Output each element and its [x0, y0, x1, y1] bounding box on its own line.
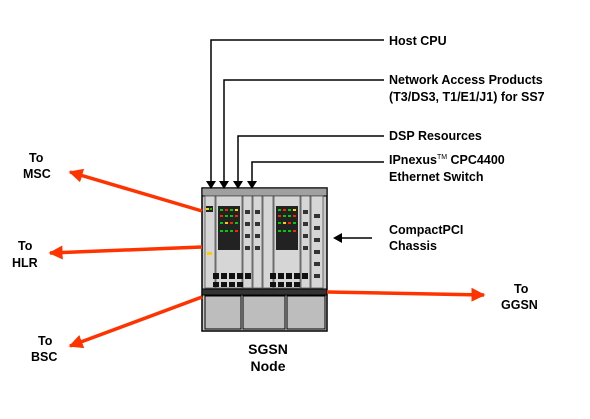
ethernet-switch-label-line1: IPnexusTM CPC4400 [389, 153, 505, 167]
network-access-leader [223, 79, 384, 184]
cpc4400-model: CPC4400 [447, 153, 505, 167]
chassis-arrowhead [333, 233, 342, 243]
ethernet-switch-leader [251, 161, 384, 184]
status-leds [206, 208, 296, 255]
hlr-label: HLR [12, 256, 38, 270]
dsp-resources-arrowhead [233, 181, 243, 189]
trademark-mark: TM [437, 154, 447, 161]
compactpci-chassis [201, 187, 328, 332]
chassis-label-line2: Chassis [389, 239, 437, 253]
msc-label: MSC [23, 167, 51, 181]
host-cpu-leader [210, 39, 384, 184]
node-label-line1: SGSN [248, 341, 288, 357]
network-access-label-line1: Network Access Products [389, 73, 543, 87]
ggsn-link-arrow [326, 287, 486, 302]
chassis-label-line1: CompactPCI [389, 223, 463, 237]
hlr-to-label: To [18, 239, 33, 253]
msc-link-arrow [68, 168, 203, 213]
ethernet-switch-arrowhead [247, 181, 257, 189]
ggsn-to-label: To [514, 282, 529, 296]
bsc-link-arrow [68, 295, 203, 349]
network-access-arrowhead [219, 181, 229, 189]
callout-leaders [210, 39, 384, 239]
dsp-resources-leader [237, 135, 384, 184]
callout-arrowheads [206, 181, 342, 243]
ethernet-switch-label-line2: Ethernet Switch [389, 170, 483, 184]
network-access-label-line2: (T3/DS3, T1/E1/J1) for SS7 [389, 90, 545, 104]
hlr-link-arrow [48, 245, 203, 260]
ggsn-label: GGSN [501, 298, 538, 312]
bsc-label: BSC [31, 350, 57, 364]
host-cpu-label: Host CPU [389, 34, 447, 48]
host-cpu-arrowhead [206, 181, 216, 189]
dsp-resources-label: DSP Resources [389, 129, 482, 143]
node-label-line2: Node [251, 358, 286, 374]
ipnexus-brand: IPnexus [389, 153, 437, 167]
network-links [48, 168, 486, 349]
bsc-to-label: To [38, 334, 53, 348]
msc-to-label: To [29, 151, 44, 165]
